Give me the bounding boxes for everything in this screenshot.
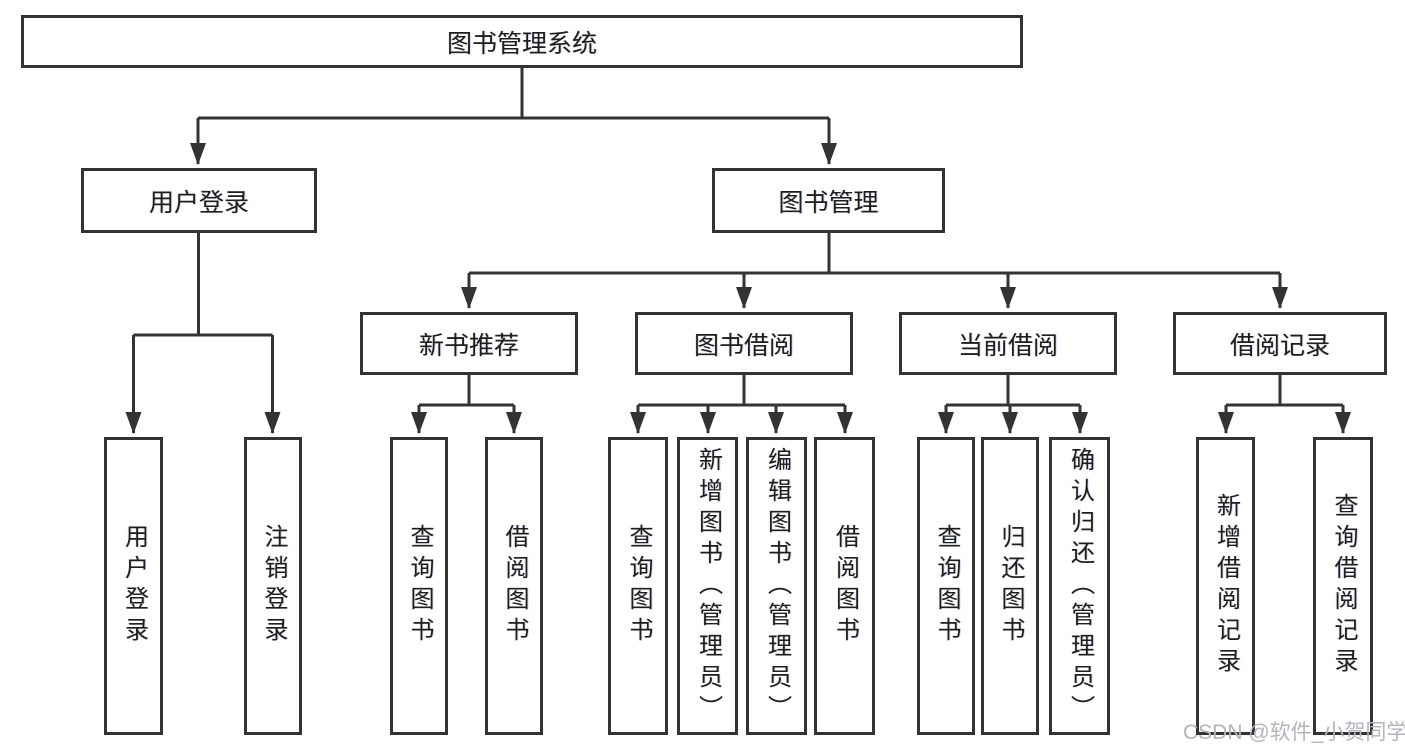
leaf-confirm-return-admin-label: 确认归还（管理员） — [1066, 446, 1094, 726]
node-borrow-records: 借阅记录 — [1173, 312, 1387, 375]
leaf-query-book-borrow-label: 查询图书 — [625, 524, 652, 648]
leaf-borrow-book-label: 借阅图书 — [831, 524, 859, 648]
leaf-edit-book-admin-label: 编辑图书（管理员） — [763, 446, 791, 726]
leaf-query-book-borrow: 查询图书 — [608, 437, 668, 735]
leaf-add-book-admin: 新增图书（管理员） — [677, 437, 738, 735]
leaf-query-borrow-record: 查询借阅记录 — [1313, 437, 1373, 735]
leaf-borrow-book: 借阅图书 — [814, 437, 875, 735]
leaf-query-book-current-label: 查询图书 — [933, 524, 960, 648]
node-root: 图书管理系统 — [21, 15, 1023, 68]
node-book-borrow: 图书借阅 — [635, 312, 853, 375]
leaf-return-book-label: 归还图书 — [997, 524, 1024, 648]
leaf-borrow-book-recommend: 借阅图书 — [485, 437, 543, 735]
csdn-watermark: CSDN @软件_小贺同学 — [1183, 721, 1405, 744]
leaf-add-borrow-record-label: 新增借阅记录 — [1212, 493, 1240, 679]
leaf-add-borrow-record: 新增借阅记录 — [1196, 437, 1255, 735]
leaf-user-login-label: 用户登录 — [120, 524, 148, 648]
leaf-logout-label: 注销登录 — [260, 524, 287, 648]
leaf-query-book-current: 查询图书 — [917, 437, 975, 735]
node-book-management: 图书管理 — [712, 168, 945, 233]
node-new-book-recommend: 新书推荐 — [360, 312, 578, 375]
node-current-borrow: 当前借阅 — [899, 312, 1117, 375]
leaf-borrow-book-recommend-label: 借阅图书 — [501, 524, 528, 648]
leaf-return-book: 归还图书 — [981, 437, 1039, 735]
leaf-user-login: 用户登录 — [104, 437, 163, 735]
leaf-logout: 注销登录 — [244, 437, 302, 735]
leaf-query-book-recommend-label: 查询图书 — [406, 524, 433, 648]
node-user-login-group: 用户登录 — [81, 168, 317, 233]
leaf-query-borrow-record-label: 查询借阅记录 — [1330, 493, 1357, 679]
leaf-edit-book-admin: 编辑图书（管理员） — [746, 437, 807, 735]
leaf-query-book-recommend: 查询图书 — [390, 437, 448, 735]
leaf-confirm-return-admin: 确认归还（管理员） — [1049, 437, 1110, 735]
leaf-add-book-admin-label: 新增图书（管理员） — [694, 446, 722, 726]
